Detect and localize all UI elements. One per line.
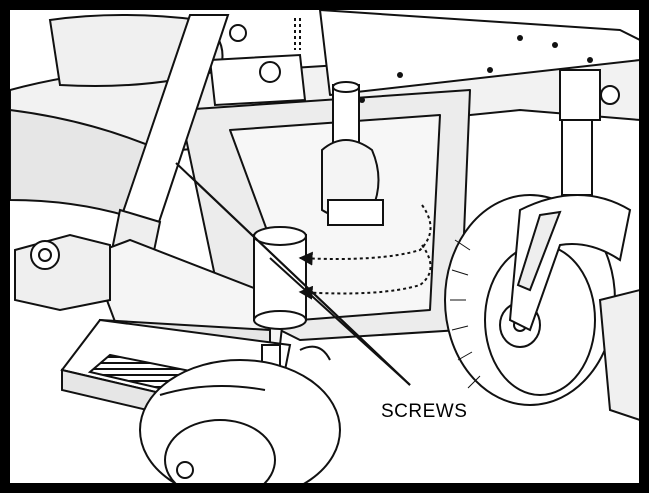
front-caster-left — [139, 345, 341, 483]
left-joint — [14, 233, 111, 312]
callout-leader-lines — [175, 162, 411, 386]
mounting-post — [321, 81, 384, 226]
hardware-fasteners — [359, 35, 593, 103]
footrest-assembly-illustration — [10, 10, 639, 483]
screw-bracket — [253, 226, 307, 330]
rotation-arrows — [298, 204, 432, 300]
screws-callout-label: SCREWS — [381, 401, 468, 422]
caster-fork — [508, 69, 639, 421]
